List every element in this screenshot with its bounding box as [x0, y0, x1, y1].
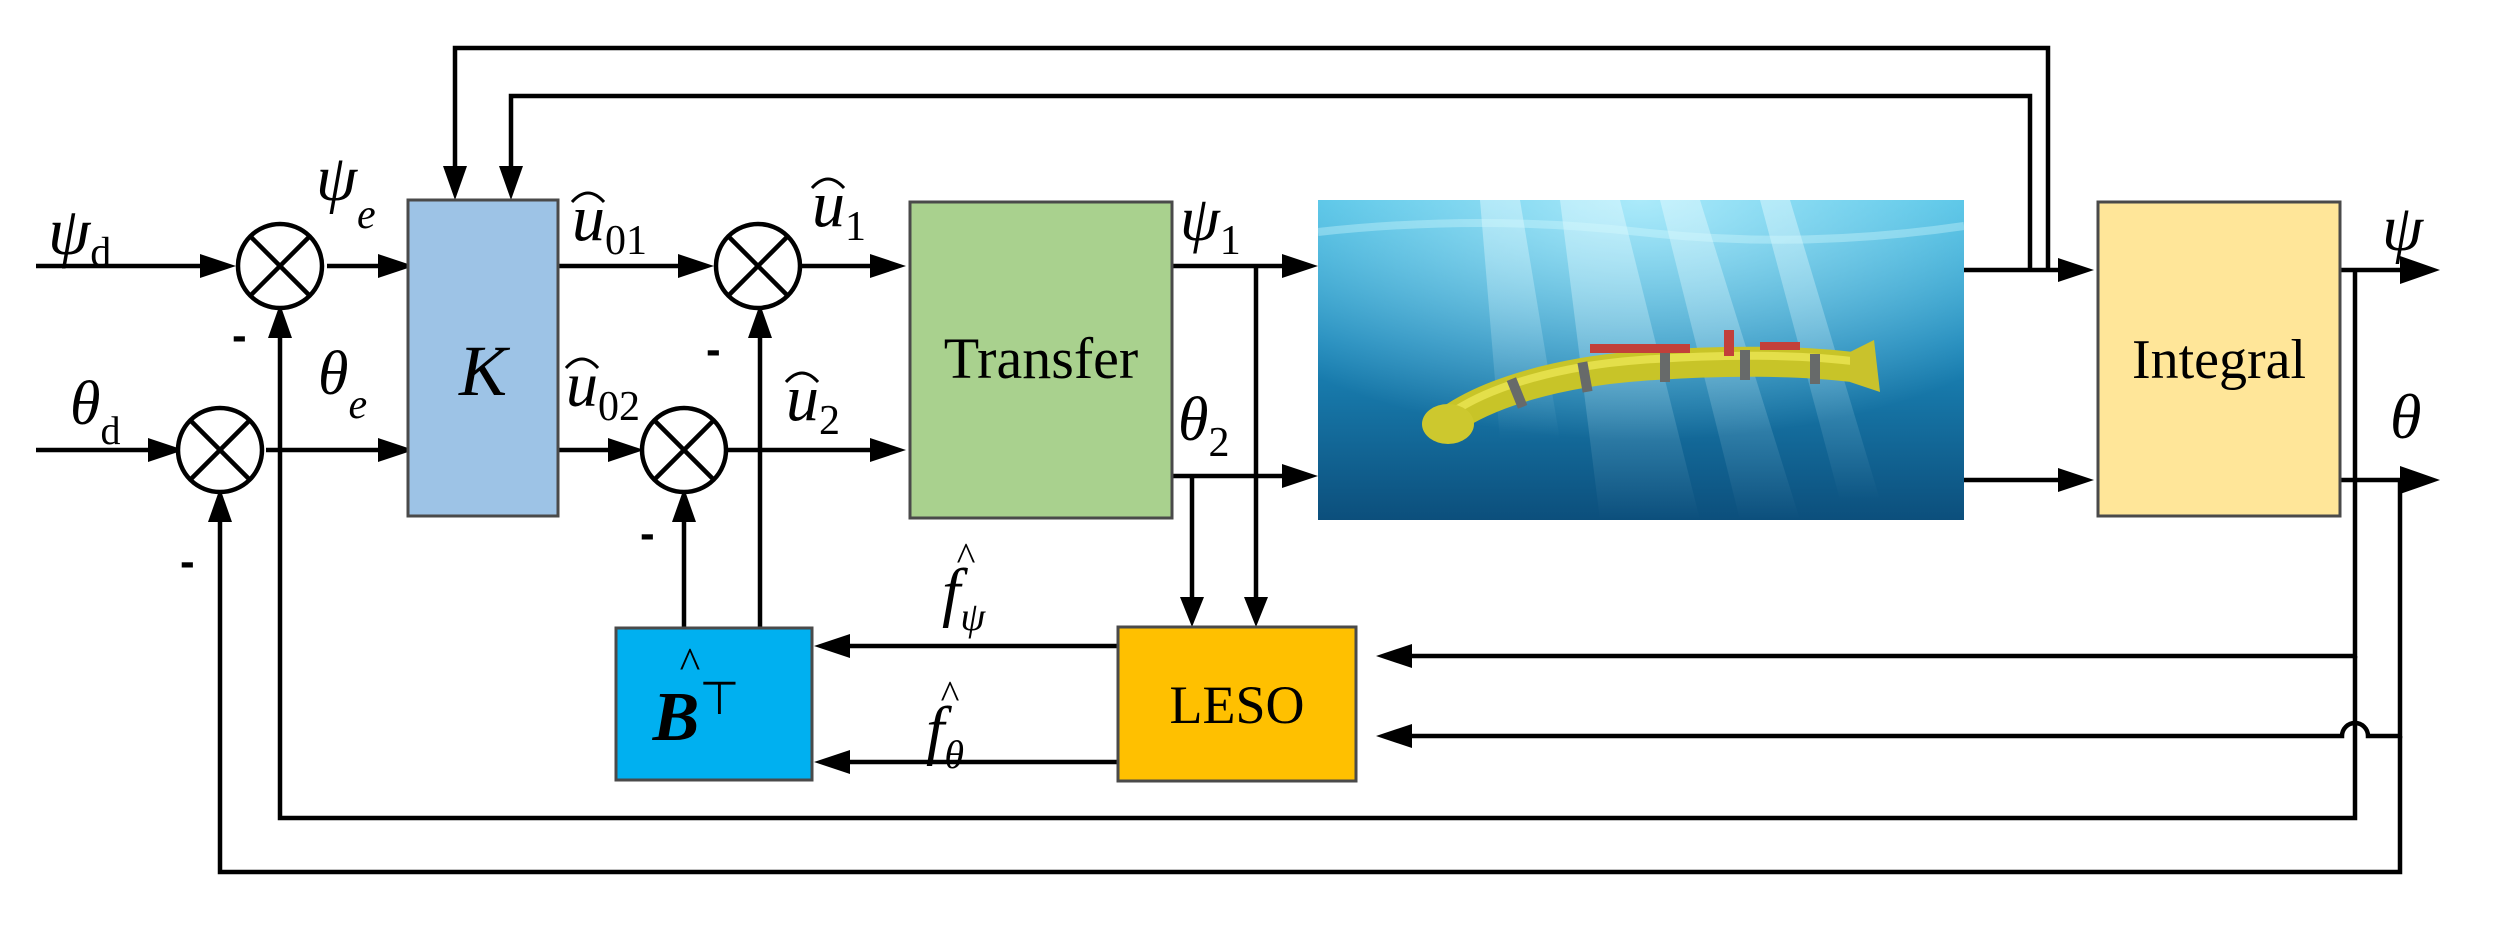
f-theta-hat: ^ — [941, 672, 960, 717]
arrow-into-k-from-feedback-inner — [499, 166, 523, 200]
psi1-label: ψ1 — [1180, 183, 1241, 264]
gain-k-block — [406, 198, 560, 518]
wire-feedback-inner — [508, 93, 2033, 270]
arrow-into-integral-top — [2058, 258, 2094, 282]
arrow-into-transfer-top — [870, 254, 906, 278]
arrow-into-sum4-bottom — [672, 488, 696, 522]
arrow-into-leso-right — [1244, 597, 1268, 627]
arrow-into-sum2-bottom — [208, 488, 232, 522]
summing-junction-u2 — [639, 405, 729, 495]
arrow-into-leso-theta-feedback — [1376, 724, 1412, 748]
f-psi-hat: ^ — [957, 534, 976, 579]
psi-e-label: ψe — [316, 142, 376, 238]
u01-label: u01 — [572, 182, 647, 264]
robot-photo — [1317, 200, 1965, 520]
wire-theta-feedback-leso — [1412, 480, 2403, 739]
arrow-into-sum2 — [148, 438, 184, 462]
u2-hat — [784, 371, 820, 384]
wire-theta-feedback-sum — [217, 522, 2403, 875]
minus-sign-sum-theta: - — [180, 537, 195, 586]
arrow-into-k-bottom — [378, 438, 414, 462]
minus-sign-sum-psi: - — [232, 311, 247, 360]
signal-wires — [36, 45, 2403, 875]
b-hat: ^ — [680, 639, 701, 688]
minus-sign-sum-u2: - — [640, 509, 655, 558]
summing-junction-theta — [175, 405, 265, 495]
arrow-into-transfer-bottom — [870, 438, 906, 462]
arrow-theta-output — [2400, 466, 2440, 494]
arrow-into-plant-bottom — [1282, 464, 1318, 488]
snake-robot-shape — [1422, 330, 1880, 444]
b-symbol: B — [652, 679, 700, 756]
wire-psi-feedback-sum — [277, 338, 2358, 821]
wire-feedback-outer — [452, 45, 2051, 270]
arrowheads — [148, 166, 2440, 774]
integral-label: Integral — [2132, 329, 2306, 391]
arrow-into-leso-psi-feedback — [1376, 644, 1412, 668]
u01-hat — [570, 191, 606, 204]
summing-junction-psi — [235, 221, 325, 311]
integral-block — [2096, 200, 2342, 518]
u02-hat — [564, 357, 600, 370]
u02-label: u02 — [566, 349, 640, 430]
k-label: K — [458, 331, 511, 411]
arrow-into-integral-bottom — [2058, 468, 2094, 492]
arrow-into-plant-top — [1282, 254, 1318, 278]
b-transpose-label: B⊤ — [652, 673, 740, 756]
arrow-into-sum1 — [200, 254, 236, 278]
theta-output-label: θ — [2390, 381, 2421, 452]
theta-d-label: θd — [70, 370, 120, 453]
arrow-into-leso-left — [1180, 597, 1204, 627]
u1-hat — [810, 177, 846, 190]
minus-sign-sum-u1: - — [706, 325, 721, 374]
arrow-into-k-top — [378, 254, 414, 278]
transfer-block — [908, 200, 1174, 520]
theta-e-label: θe — [318, 340, 367, 428]
b-transpose-block — [614, 626, 814, 782]
summing-junction-u1 — [713, 221, 803, 311]
psi-output-label: ψ — [2382, 192, 2424, 265]
theta2-label: θ2 — [1178, 386, 1229, 466]
arrow-into-sum1-bottom — [268, 304, 292, 338]
leso-block — [1116, 625, 1358, 783]
arrow-into-b-f-theta — [814, 750, 850, 774]
psi-d-label: ψd — [48, 193, 111, 276]
arrow-into-sum4 — [608, 438, 644, 462]
arrow-into-sum3-bottom — [748, 304, 772, 338]
arrow-into-b-f-psi — [814, 634, 850, 658]
arrow-into-sum3 — [678, 254, 714, 278]
leso-label: LESO — [1170, 675, 1305, 735]
transfer-label: Transfer — [944, 326, 1138, 391]
arrow-into-k-from-feedback-outer — [443, 166, 467, 200]
arrow-psi-output — [2400, 256, 2440, 284]
transpose-symbol: ⊤ — [699, 673, 739, 724]
